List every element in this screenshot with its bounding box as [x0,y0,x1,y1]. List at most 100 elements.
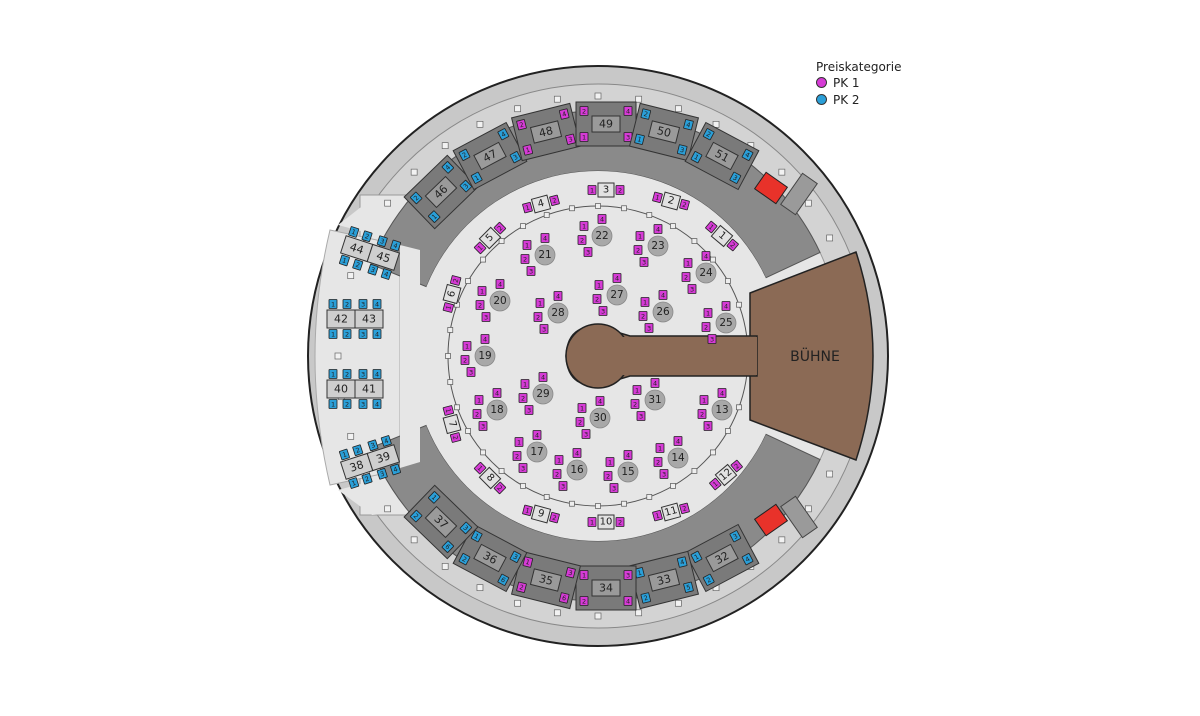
seat[interactable]: 4 [595,396,605,406]
seat-box[interactable] [458,553,471,566]
seat[interactable]: 2 [579,106,589,116]
seat-box[interactable] [441,540,454,553]
seat-box[interactable] [558,592,570,604]
seat[interactable]: 4 [650,378,660,388]
seat-box[interactable] [472,409,482,419]
table-1[interactable]: 112 [704,219,741,253]
seat[interactable]: 4 [683,119,694,131]
seat[interactable]: 2 [697,409,707,419]
booth-table[interactable] [591,579,621,597]
seat-box[interactable] [509,151,522,164]
seat[interactable]: 2 [630,399,640,409]
seat-box[interactable] [707,334,717,344]
seat-box[interactable] [577,403,587,413]
seat-box[interactable] [652,509,663,522]
seat[interactable]: 1 [690,151,703,164]
seat[interactable]: 4 [540,233,550,243]
seat[interactable]: 1 [579,132,589,142]
seat[interactable]: 1 [705,220,718,234]
seat[interactable]: 3 [687,284,697,294]
seat-box[interactable] [659,469,669,479]
rect-table[interactable] [442,413,462,435]
seat[interactable]: 4 [653,224,663,234]
seat-box[interactable] [492,388,502,398]
seat[interactable]: 3 [581,429,591,439]
round-table[interactable] [486,399,508,421]
seat[interactable]: 1 [442,302,455,313]
seat-box[interactable] [361,472,373,485]
seat-box[interactable] [633,245,643,255]
seat[interactable]: 4 [372,329,382,339]
round-table[interactable] [591,225,613,247]
rect-table[interactable] [530,194,552,214]
seat[interactable]: 2 [472,409,482,419]
seat[interactable]: 2 [409,509,423,523]
seat-box[interactable] [592,294,602,304]
seat[interactable]: 2 [512,451,522,461]
seat-box[interactable] [579,596,589,606]
seat[interactable]: 2 [603,471,613,481]
seat[interactable]: 1 [477,286,487,296]
seat-box[interactable] [478,421,488,431]
seat[interactable]: 2 [701,322,711,332]
seat-box[interactable] [579,132,589,142]
seat-box[interactable] [497,128,510,141]
seat-box[interactable] [632,385,642,395]
seat[interactable]: 6 [558,592,570,604]
seat-box[interactable] [630,399,640,409]
seat[interactable]: 4 [572,448,582,458]
seat[interactable]: 3 [558,481,568,491]
rect-table[interactable] [442,283,462,305]
booth-table[interactable] [424,505,458,539]
seat[interactable]: 4 [492,388,502,398]
seat-box[interactable] [533,312,543,322]
seat-box[interactable] [690,151,703,164]
seat-box[interactable] [524,405,534,415]
seat[interactable]: 2 [615,517,625,527]
seat-box[interactable] [587,185,597,195]
seat[interactable]: 1 [470,171,483,184]
seat[interactable]: 3 [376,468,388,480]
seat-box[interactable] [409,509,423,523]
seat-box[interactable] [459,179,473,193]
round-table[interactable] [711,399,733,421]
seat-box[interactable] [609,483,619,493]
seat[interactable]: 2 [702,128,715,141]
seat[interactable]: 1 [328,299,338,309]
seat-box[interactable] [644,323,654,333]
seat-box[interactable] [358,399,368,409]
seat[interactable]: 2 [361,230,373,243]
seat-box[interactable] [679,198,690,211]
seat[interactable]: 1 [709,477,722,491]
seat[interactable]: 2 [577,235,587,245]
seat[interactable]: 4 [717,388,727,398]
seat[interactable]: 2 [726,238,739,252]
seat[interactable]: 3 [459,521,473,535]
seat-box[interactable] [583,247,593,257]
seat[interactable]: 4 [597,214,607,224]
seat-box[interactable] [372,399,382,409]
seat-box[interactable] [579,221,589,231]
seat[interactable]: 4 [538,372,548,382]
seat-box[interactable] [595,396,605,406]
table-45[interactable] [366,243,401,271]
seat-box[interactable] [554,455,564,465]
round-table[interactable] [695,262,717,284]
seat-box[interactable] [473,461,487,475]
round-table[interactable] [667,447,689,469]
seat[interactable]: 1 [348,477,360,489]
seat-box[interactable] [380,268,392,280]
seat[interactable]: 4 [623,596,633,606]
seat[interactable]: 4 [701,251,711,261]
seat-box[interactable] [470,530,483,543]
